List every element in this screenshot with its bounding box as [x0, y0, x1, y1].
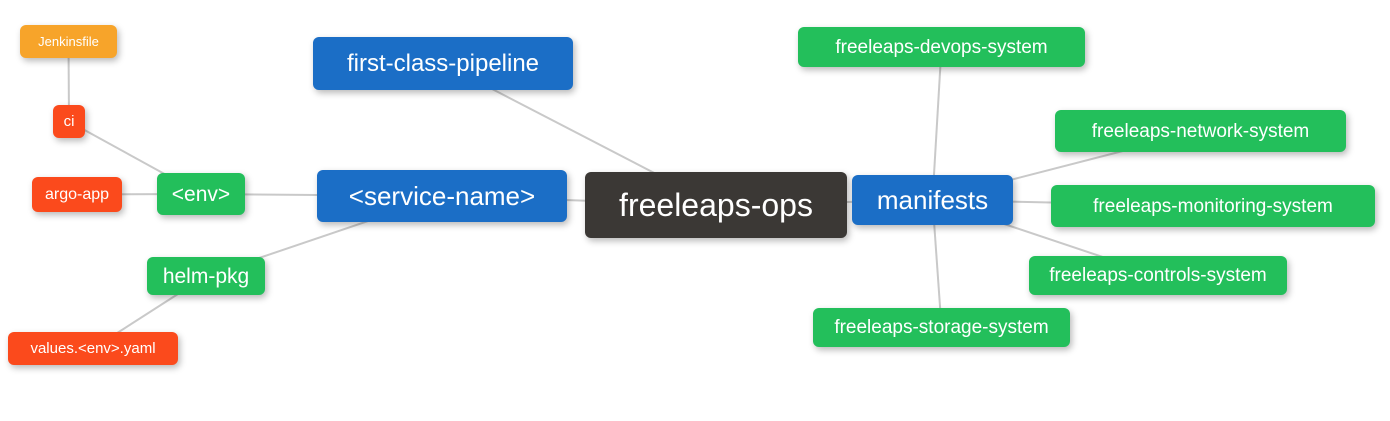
node-freeleaps-storage-system[interactable]: freeleaps-storage-system	[813, 308, 1070, 347]
node-freeleaps-ops[interactable]: freeleaps-ops	[585, 172, 847, 238]
node-helm-pkg[interactable]: helm-pkg	[147, 257, 265, 295]
node-first-class-pipeline[interactable]: first-class-pipeline	[313, 37, 573, 90]
node-freeleaps-devops-system[interactable]: freeleaps-devops-system	[798, 27, 1085, 67]
node-values-env-yaml[interactable]: values.<env>.yaml	[8, 332, 178, 365]
node-argo-app[interactable]: argo-app	[32, 177, 122, 212]
node-jenkinsfile[interactable]: Jenkinsfile	[20, 25, 117, 58]
node-freeleaps-controls-system[interactable]: freeleaps-controls-system	[1029, 256, 1287, 295]
node-ci[interactable]: ci	[53, 105, 85, 138]
node-service-name[interactable]: <service-name>	[317, 170, 567, 222]
node-freeleaps-monitoring-system[interactable]: freeleaps-monitoring-system	[1051, 185, 1375, 227]
node-freeleaps-network-system[interactable]: freeleaps-network-system	[1055, 110, 1346, 152]
node-env[interactable]: <env>	[157, 173, 245, 215]
edge-manifests-freeleaps-devops-system	[931, 46, 943, 201]
node-manifests[interactable]: manifests	[852, 175, 1013, 225]
